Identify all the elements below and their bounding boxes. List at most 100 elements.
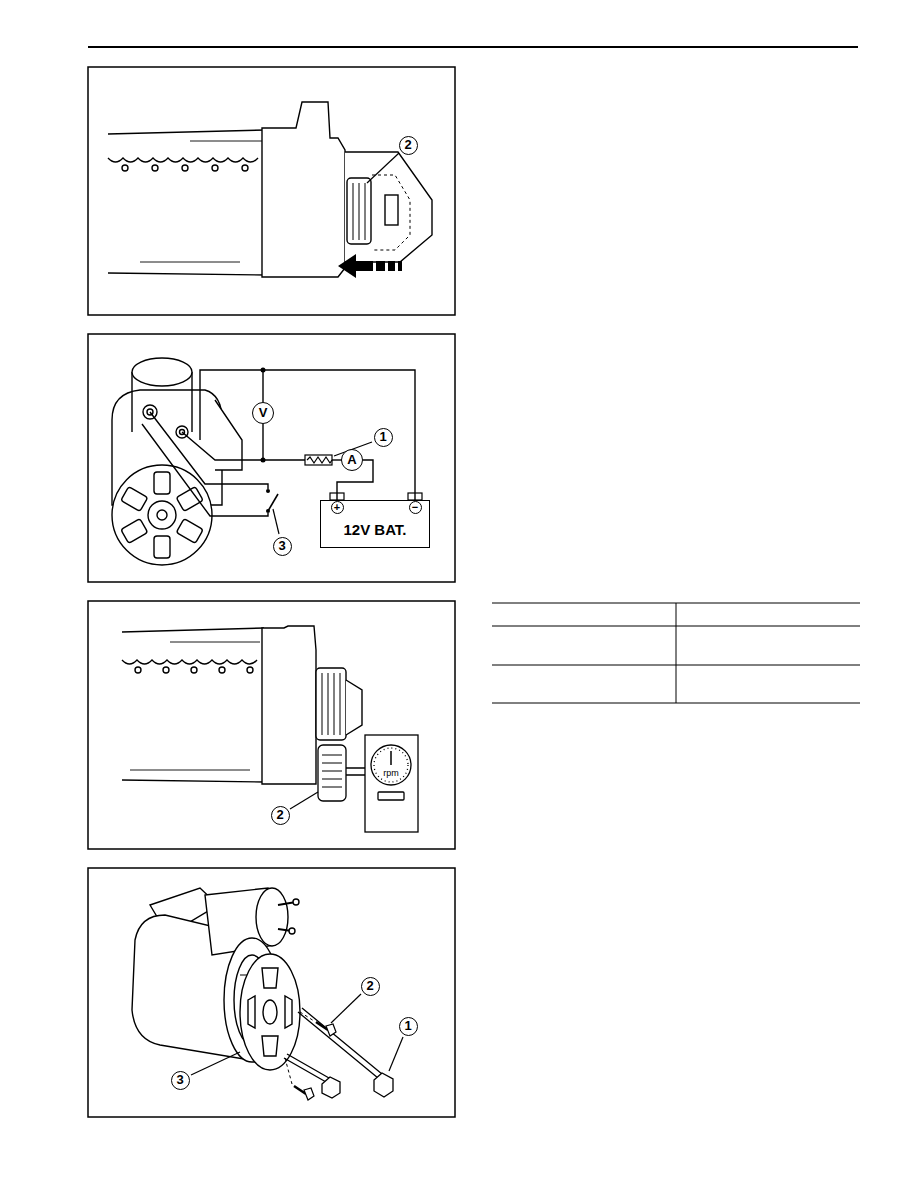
starter-motor [191,667,197,673]
through-bolt [322,1077,340,1098]
through-bolt [374,1073,393,1097]
speed-sensor [346,768,365,775]
panel-frame [88,67,455,1117]
starter-motor [132,888,299,1062]
screw [285,1012,336,1100]
empty-table [676,603,677,703]
gauge-unit: rpm [381,768,401,778]
end-cover [263,1000,277,1024]
tachometer [378,792,404,800]
callout-number: 3 [273,537,292,556]
callout-number: 3 [171,1071,190,1090]
leader-line [290,792,318,809]
starter-motor [135,667,141,673]
panel-frame [88,334,455,582]
tachometer [365,735,418,832]
ammeter: A [341,449,363,471]
starter-motor [353,183,365,240]
starter-motor [163,667,169,673]
node-text: 12V BAT. [343,521,406,539]
circuit-wire [142,370,345,516]
leader-line [273,509,279,534]
callout-number: 2 [399,136,418,155]
starter-motor [242,165,248,171]
header-rule [88,46,858,48]
direction-arrow [338,254,373,278]
starter-motor [278,902,296,931]
starter-motor [108,102,432,277]
circuit-wire [142,424,268,516]
circuit-wire [150,412,268,489]
callout-number: 1 [399,1017,418,1036]
starter-end-view [132,358,192,386]
wire [263,370,415,500]
tachometer [371,745,411,785]
leader-line [367,153,399,183]
starter-motor [262,102,345,277]
starter-motor [316,668,346,740]
leader-line [389,1037,403,1071]
starter-motor [140,141,262,262]
direction-arrow [398,261,402,271]
starter-motor [122,628,264,782]
tachometer [374,748,408,782]
speed-sensor [318,745,346,801]
circuit-wire [268,494,278,511]
starter-end-view [157,510,167,520]
tachometer [365,735,418,832]
end-cover [248,968,292,1056]
screw [304,1088,314,1100]
end-cover [240,954,300,1070]
tachometer [390,751,392,765]
panel-frame [88,67,455,315]
through-bolt [284,1008,393,1098]
direction-arrow [338,254,402,278]
starter-motor [122,660,257,664]
direction-arrow [376,261,385,271]
starter-motor [322,673,340,735]
leader-line [191,994,403,1075]
leader-line [331,994,361,1023]
junction-dot [266,509,270,513]
voltmeter: V [252,402,274,424]
resistor-symbol [305,455,332,465]
starter-motor [347,178,371,244]
starter-motor [262,626,316,784]
terminal-sign: − [409,501,422,514]
starter-motor [345,152,432,262]
starter-end-view [112,465,212,565]
starter-motor [108,130,266,275]
starter-end-view [121,519,148,544]
starter-motor [130,642,260,770]
starter-end-view [112,358,242,565]
empty-table [492,603,860,703]
end-cover [240,954,300,1070]
starter-end-view [154,472,170,494]
leader-line [290,792,318,809]
speed-sensor [318,745,365,801]
starter-end-view [154,536,170,558]
terminal-sign: + [331,501,344,514]
node-text: V [259,406,268,420]
starter-end-view [176,487,203,512]
starter-motor [247,667,253,673]
panel-frame [88,868,455,1117]
speed-sensor [322,755,342,787]
starter-motor [346,680,362,735]
starter-motor [219,667,225,673]
junction-dot [261,368,271,514]
starter-motor [122,165,128,171]
junction-dot [261,458,266,463]
starter-motor [256,888,288,946]
starter-motor [152,165,158,171]
node-text: A [347,453,356,467]
screw [285,1012,314,1084]
starter-end-view [148,501,176,529]
junction-dot [266,489,270,493]
starter-motor [372,175,410,250]
callout-number: 2 [271,806,290,825]
panel-frame [88,601,455,849]
resistor-symbol [305,455,332,465]
